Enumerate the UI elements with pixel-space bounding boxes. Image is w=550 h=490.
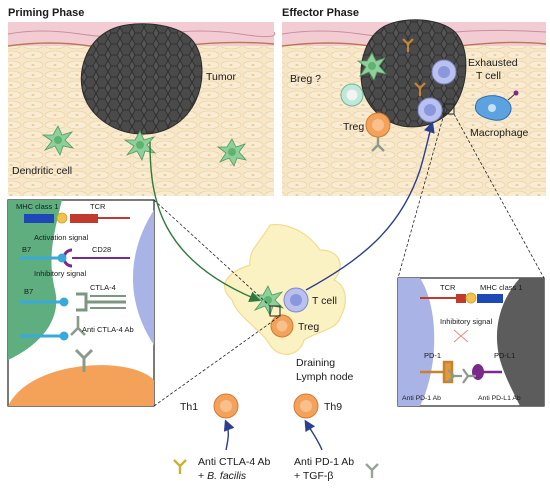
exhausted-t-cell xyxy=(417,97,443,123)
activation-signal-label: Activation signal xyxy=(34,233,89,242)
effector-zoom-box xyxy=(443,103,455,115)
dendritic-cell xyxy=(123,130,157,161)
breg-cell xyxy=(340,83,364,107)
t-cell xyxy=(283,287,309,313)
connector-dashed xyxy=(153,315,281,407)
antibody-icon xyxy=(74,348,94,372)
antibody-icon xyxy=(173,459,187,474)
treg-label: Treg xyxy=(298,321,319,333)
right-treatment-label: Anti PD-1 Ab xyxy=(294,456,354,468)
t-cell-label: T cell xyxy=(312,295,337,307)
tcell-membrane xyxy=(132,210,154,345)
ctla4-label: CTLA-4 xyxy=(90,283,116,292)
tumor-membrane xyxy=(496,278,544,406)
ctla4-receptor xyxy=(90,295,126,309)
macrophage-label: Macrophage xyxy=(470,127,529,139)
left-treatment-arrow xyxy=(223,419,235,451)
right-treatment-label: + TGF-β xyxy=(294,470,333,482)
antibody-icon xyxy=(70,316,86,336)
pdl1-label: PD-L1 xyxy=(494,351,515,360)
connector-dashed xyxy=(153,199,271,307)
b7-head xyxy=(59,297,69,307)
antibody-icon xyxy=(462,368,476,384)
macrophage-cell xyxy=(474,90,519,121)
treg-membrane xyxy=(8,365,154,406)
lymph-node: T cell Treg Draining Lymph node xyxy=(224,223,354,383)
exhausted-t-cell xyxy=(431,59,457,85)
tcr-receptor xyxy=(70,214,98,223)
draining-lymph-node-label: Draining xyxy=(296,357,335,369)
cd28-label: CD28 xyxy=(92,245,111,254)
blocked-signal-icon xyxy=(453,329,469,343)
th1-label: Th1 xyxy=(180,401,198,413)
priming-arrow xyxy=(149,141,261,303)
treg-label: Treg xyxy=(343,121,364,133)
tcr-label: TCR xyxy=(440,283,456,292)
priming-phase-panel: Priming Phase Tumor Dendritic cell xyxy=(7,7,276,196)
left-treatment-label: Anti CTLA-4 Ab xyxy=(198,456,271,468)
effector-phase-panel: Effector Phase Breg ? xyxy=(281,7,547,196)
antibody-icon xyxy=(414,82,426,96)
effector-tumor xyxy=(360,19,467,128)
th9-label: Th9 xyxy=(324,401,342,413)
inhibitory-signal-label: Inhibitory signal xyxy=(440,317,492,326)
pdl1-head xyxy=(472,364,484,380)
anti-ctla4-label: Anti CTLA-4 Ab xyxy=(82,325,134,334)
pd1-inset: TCR MHC class 1 Inhibitory signal PD-1 P… xyxy=(397,277,545,407)
lymph-zoom-box xyxy=(269,305,281,317)
left-treatment-label: + B. facilis xyxy=(198,470,247,482)
th1-nucleus xyxy=(220,400,232,412)
th1-group: Th1 xyxy=(180,393,239,419)
tcell-membrane xyxy=(398,278,435,406)
mhc-receptor xyxy=(477,294,503,303)
treg-cell xyxy=(270,314,294,338)
antibody-icon xyxy=(447,369,462,383)
breg-label: Breg ? xyxy=(290,73,321,85)
ctla4-receptor xyxy=(76,292,126,312)
b7-bottom-label: B7 xyxy=(24,287,33,296)
anti-pd1-label: Anti PD-1 Ab xyxy=(402,395,441,402)
ctla4-inset: MHC class 1 TCR Activation signal B7 CD2… xyxy=(7,199,155,407)
b7-top-label: B7 xyxy=(22,245,31,254)
th9-nucleus xyxy=(300,400,312,412)
inhibitory-signal-label: Inhibitory signal xyxy=(34,269,86,278)
tcr-receptor xyxy=(456,294,466,303)
right-treatment-arrow xyxy=(304,419,323,451)
effector-arrow xyxy=(305,121,435,291)
connector-dashed xyxy=(397,113,445,279)
antigen-peptide xyxy=(56,212,68,224)
draining-lymph-node-label: Lymph node xyxy=(296,371,354,383)
antibody-icon xyxy=(365,463,379,478)
tumor-label: Tumor xyxy=(206,71,236,83)
pd1-label: PD-1 xyxy=(424,351,441,360)
antigen-peptide xyxy=(465,292,477,304)
dendritic-cell xyxy=(356,52,388,81)
b7-head xyxy=(59,331,69,341)
th9-group: Th9 xyxy=(293,393,342,419)
connector-dashed xyxy=(453,113,545,279)
effector-phase-title: Effector Phase xyxy=(282,7,359,19)
antibody-icon xyxy=(402,38,414,52)
dendritic-cell-label: Dendritic cell xyxy=(12,165,72,177)
tcr-label: TCR xyxy=(90,202,106,211)
dendritic-cell xyxy=(41,125,75,156)
mhc-label: MHC class 1 xyxy=(480,283,523,292)
anti-pdl1-label: Anti PD-L1 Ab xyxy=(478,395,521,402)
exhausted-t-cell-label: T cell xyxy=(476,70,501,82)
priming-tumor xyxy=(80,23,203,135)
exhausted-t-cell-label: Exhausted xyxy=(468,57,518,69)
priming-phase-title: Priming Phase xyxy=(8,7,84,19)
dendritic-membrane xyxy=(8,200,62,360)
b7-head xyxy=(57,253,67,263)
mhc-label: MHC class 1 xyxy=(16,202,59,211)
dendritic-cell xyxy=(216,138,248,167)
treg-cell xyxy=(365,112,391,152)
pd1-receptor xyxy=(420,360,454,384)
mhc-receptor xyxy=(24,214,54,223)
